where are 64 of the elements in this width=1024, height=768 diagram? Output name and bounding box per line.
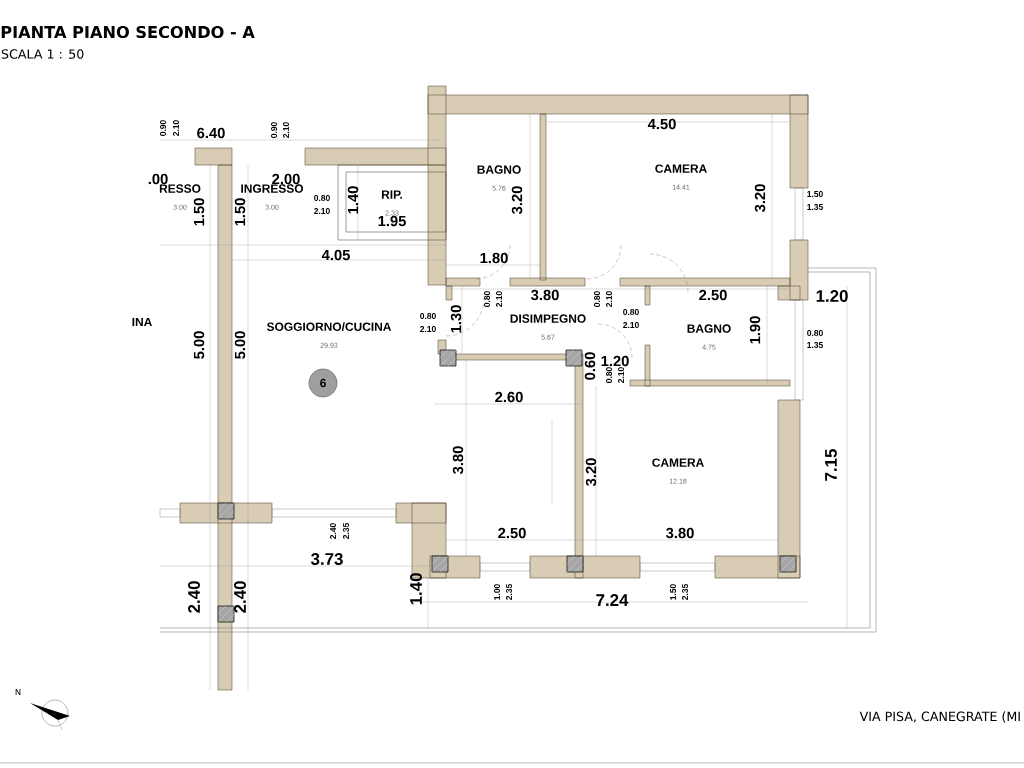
dimension-label: 3.80 [452, 446, 464, 475]
dimension-label: 4.05 [321, 249, 350, 261]
dimension-label: 1.50 [670, 584, 676, 600]
dimension-label: 6.40 [197, 127, 225, 139]
dimension-label: 3.20 [585, 458, 597, 487]
dimension-label: 0.80 [807, 330, 823, 336]
dimension-label: 3.20 [754, 184, 766, 213]
dimension-label: 2.40 [234, 581, 246, 613]
dimension-label: 3.73 [311, 553, 343, 565]
dimension-label: 2.60 [495, 391, 523, 403]
north-label: N [15, 688, 21, 696]
dimension-label: 1.90 [749, 316, 761, 344]
dimension-label: 1.50 [234, 198, 246, 226]
dimension-label: 1.00 [494, 584, 500, 600]
dimension-label: 0.60 [584, 352, 596, 380]
dimension-label: 3.80 [530, 289, 559, 301]
dimension-label: 1.50 [807, 191, 823, 197]
dimension-label: 1.80 [480, 252, 508, 264]
dimension-label: 1.35 [807, 342, 823, 348]
scale-note: SCALA 1 : 50 [1, 49, 84, 59]
dimension-label: 1.20 [816, 290, 848, 302]
dimension-label: 0.80 [594, 291, 600, 307]
dimension-label: 2.10 [496, 291, 502, 307]
dimension-label: 2.50 [699, 289, 727, 301]
room-number-badge: 6 [308, 368, 338, 398]
dimension-label: 0.90 [160, 120, 166, 136]
dimension-label: 2.40 [330, 523, 336, 539]
dimension-label: 2.10 [606, 291, 612, 307]
dimension-label: 4.50 [647, 118, 676, 130]
dimension-label: 5.00 [193, 331, 205, 359]
dimension-label: 7.24 [596, 594, 629, 606]
dimension-label: 1.35 [807, 204, 823, 210]
dimension-label: .00 [148, 173, 168, 185]
title: PIANTA PIANO SECONDO - A [1, 25, 255, 39]
dimension-label: 5.00 [234, 331, 246, 359]
dimension-label: 1.20 [601, 355, 629, 367]
dimension-label: 0.80 [484, 291, 490, 307]
dimension-label: 0.80 [606, 367, 612, 383]
dimension-label: 1.40 [347, 186, 359, 214]
dimension-label: 2.10 [420, 326, 436, 332]
dimension-label: 0.80 [623, 309, 639, 315]
room-label: INA [132, 317, 152, 327]
dimension-label: 2.10 [173, 120, 179, 136]
dimension-label: 2.10 [283, 122, 289, 138]
dimension-label: 3.20 [511, 186, 523, 215]
dimension-label: 0.90 [271, 122, 277, 138]
dimension-label: 1.95 [378, 215, 406, 227]
dimension-label: 0.80 [420, 313, 436, 319]
dimension-label: 2.50 [498, 527, 526, 539]
dimension-label: 1.50 [193, 198, 205, 226]
dimension-label: 7.15 [825, 449, 837, 481]
dimension-label: 2.10 [623, 322, 639, 328]
dimension-label: 0.80 [314, 195, 330, 201]
dimension-label: 3.80 [666, 527, 694, 539]
dimension-label: 2.10 [618, 367, 624, 383]
dimension-label: 2.40 [188, 581, 200, 613]
dimension-label: 1.40 [410, 573, 422, 605]
dimension-label: 1.30 [450, 305, 462, 333]
address-text: VIA PISA, CANEGRATE (MI [859, 711, 1020, 723]
dimension-label: 2.35 [682, 584, 688, 600]
dimension-label: 2.10 [314, 208, 330, 214]
dimension-label: 2.35 [506, 584, 512, 600]
dimension-label: 2.00 [272, 173, 300, 185]
dimension-label: 2.35 [343, 523, 349, 539]
